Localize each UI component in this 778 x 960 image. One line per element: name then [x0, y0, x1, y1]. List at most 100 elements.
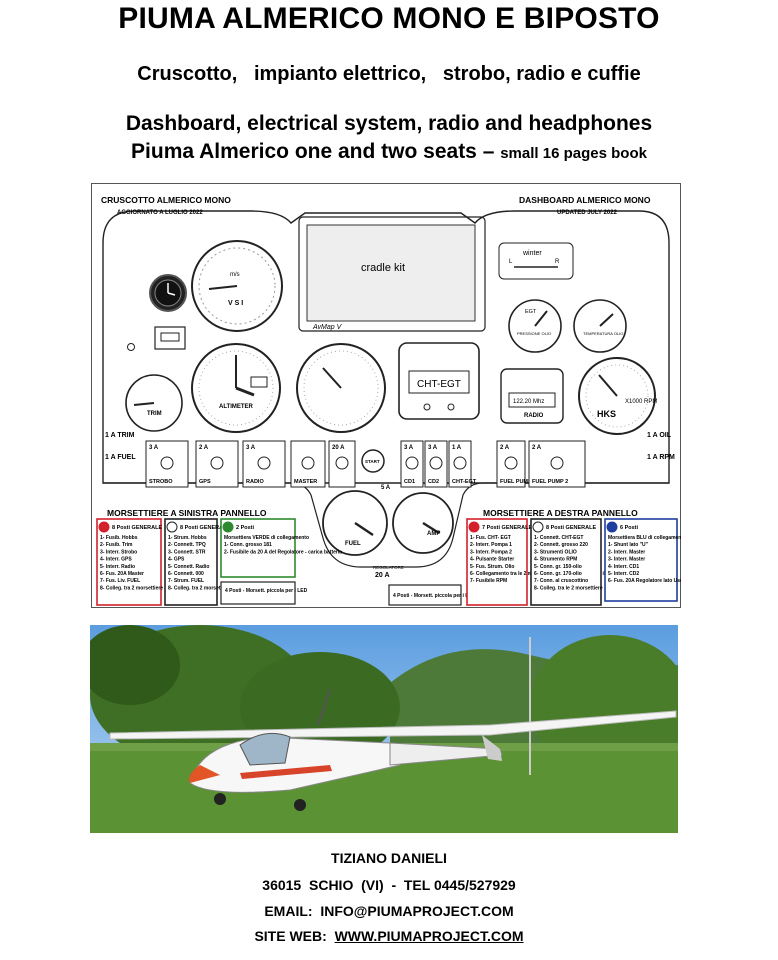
terminal-line: 8- Colleg. tra 2 morsettiere: [100, 585, 163, 591]
switch-amp-label: 1 A: [452, 445, 462, 451]
switch-module: MASTER: [290, 440, 326, 488]
egt-small-gauge: EGT PRESSIONE OLIO: [508, 299, 562, 353]
terminal-line: 4- Strumento RPM: [534, 557, 577, 563]
panel-lower-outline: [103, 482, 669, 568]
switch-label: CD2: [428, 479, 439, 485]
subtitle-english-2: Piuma Almerico one and two seats – small…: [0, 140, 778, 164]
terminal-line: 6- Conn. gr. 170-olio: [534, 571, 582, 577]
subtitle-book-size: small 16 pages book: [500, 145, 647, 162]
five-a-label: 5 A: [381, 485, 391, 491]
altimeter-label: ALTIMETER: [219, 404, 254, 410]
start-label: START: [365, 459, 380, 464]
switch-label: GPS: [199, 479, 211, 485]
terminal-line: 2- Fusibile da 20 A del Regolatore - car…: [224, 549, 342, 555]
ammeter-gauge: AMP: [392, 492, 454, 554]
tree: [90, 625, 180, 705]
terminal-line: 7- Strum. FUEL: [168, 578, 204, 584]
switch-label: CD1: [404, 479, 415, 485]
rpm-gauge: HKS X1000 RPM: [578, 357, 657, 435]
panel-title-right: DASHBOARD ALMERICO MONO: [519, 195, 651, 205]
vsi-label: V S I: [228, 300, 243, 307]
switch-label: CHT-EGT: [452, 479, 477, 485]
dashboard-diagram: CRUSCOTTO ALMERICO MONO AGGIORNATO A LUG…: [91, 183, 681, 608]
website-link[interactable]: WWW.PIUMAPROJECT.COM: [334, 928, 524, 944]
winter-r-label: R: [555, 259, 560, 265]
terminal-line: 6- Connett. 000: [168, 571, 204, 577]
terminal-line: 3- Connett. STR: [168, 549, 206, 555]
switch-module: 3 A CD1: [400, 440, 424, 488]
radio-frequency: 122.20 Mhz: [513, 399, 544, 405]
terminal-line: 5- Connett. Radio: [168, 564, 209, 570]
terminal-line: 5- Conn. gr. 150-olio: [534, 564, 582, 570]
altimeter-gauge: ALTIMETER: [191, 343, 281, 433]
radio-unit: 122.20 Mhz RADIO: [500, 368, 564, 424]
author-address: 36015 SCHIO (VI) - TEL 0445/527929: [262, 877, 516, 893]
trim-gauge: TRIM: [125, 374, 183, 432]
panel-title-left: CRUSCOTTO ALMERICO MONO: [101, 195, 231, 205]
author-name: TIZIANO DANIELI: [331, 850, 447, 866]
terminal-line: 3- Interr. Strobo: [100, 549, 137, 555]
led-box-label-right: 4 Posti - Morsett. piccola per i LED: [393, 593, 476, 599]
terminal-line: Morsettiera BLU di collegamento: [608, 535, 681, 541]
panel-date-left: AGGIORNATO A LUGLIO 2022: [117, 210, 203, 216]
terminal-box-heading: 2 Posti: [236, 525, 255, 531]
cradle-kit-label: cradle kit: [361, 262, 405, 274]
terminal-line: 5- Interr. Radio: [100, 564, 135, 570]
led-indicator: [127, 343, 135, 351]
terminal-line: 6- Fus. 20A Master: [100, 571, 144, 577]
fuel-level-gauge: FUEL: [322, 490, 388, 556]
terminal-line: 1- Fus. CHT- EGT: [470, 535, 511, 541]
winter-selector: winter L R: [498, 242, 574, 280]
terminal-line: 5- Interr. CD2: [608, 571, 639, 577]
terminal-line: 2- Interr. Master: [608, 549, 645, 555]
terminal-line: 4- GPS: [168, 557, 185, 563]
cht-egt-display: CHT-EGT: [417, 379, 461, 390]
author-website: SITE WEB: WWW.PIUMAPROJECT.COM: [0, 928, 778, 944]
switch-label: FUEL PUMP 2: [532, 479, 568, 485]
author-email: EMAIL: INFO@PIUMAPROJECT.COM: [264, 903, 514, 919]
trim-label: TRIM: [147, 411, 162, 417]
terminal-line: 7- Fusibile RPM: [470, 578, 507, 584]
terminal-line: 2- Interr. Pompa 1: [470, 542, 512, 548]
panel-outline: [102, 210, 670, 484]
terminal-line: 3- Strumenti OLIO: [534, 549, 577, 555]
terminal-box-led-right: 4 Posti - Morsett. piccola per i LED: [388, 584, 476, 606]
radio-label: RADIO: [524, 413, 544, 419]
terminal-line: 2- Fusib. Trim: [100, 542, 133, 548]
switch-module: 2 A GPS: [195, 440, 239, 488]
cht-egt-gauge: CHT-EGT: [398, 342, 480, 420]
avmap-label: AvMap V: [312, 324, 343, 331]
morsettiere-right-title: MORSETTIERE A DESTRA PANNELLO: [483, 508, 638, 518]
start-button: START: [361, 449, 385, 473]
terminal-line: 7- Fus. Liv. FUEL: [100, 578, 140, 584]
subtitle-italian: Cruscotto, impianto elettrico, strobo, r…: [137, 63, 641, 85]
oil-temperature-gauge: TEMPERATURA OLIO: [573, 299, 627, 353]
terminal-line: 1- Fusib. Hobbs: [100, 535, 138, 541]
hks-label: HKS: [597, 409, 616, 419]
oil-pressure-label: PRESSIONE OLIO: [517, 331, 551, 336]
switch-label: MASTER: [294, 479, 317, 485]
switch-amp-label: 2 A: [500, 445, 510, 451]
terminal-line: 6- Fus. 20A Regolatore lato Uscita: [608, 578, 681, 584]
terminal-line: 1- Strum. Hobbs: [168, 535, 207, 541]
tree: [530, 635, 678, 775]
subtitle-book-title: Piuma Almerico one and two seats –: [131, 140, 501, 163]
switch-amp-label: 3 A: [246, 445, 256, 451]
terminal-box-heading: 8 Posti GENERALE: [546, 525, 596, 531]
switch-amp-label: 2 A: [199, 445, 209, 451]
twenty-a-label: 20 A: [375, 572, 390, 579]
oil-temperature-label: TEMPERATURA OLIO: [583, 331, 623, 336]
terminal-line: 5- Fus. Strum. Olio: [470, 564, 514, 570]
switch-amp-label: 3 A: [404, 445, 414, 451]
terminal-line: 3- Interr. Pompa 2: [470, 549, 512, 555]
website-label: SITE WEB:: [254, 928, 335, 944]
ultralight-aircraft: [109, 688, 677, 811]
switch-amp-label: 2 A: [532, 445, 542, 451]
airspeed-gauge: [296, 343, 386, 433]
fuel-gauge-label: FUEL: [345, 541, 361, 547]
switch-label: RADIO: [246, 479, 264, 485]
